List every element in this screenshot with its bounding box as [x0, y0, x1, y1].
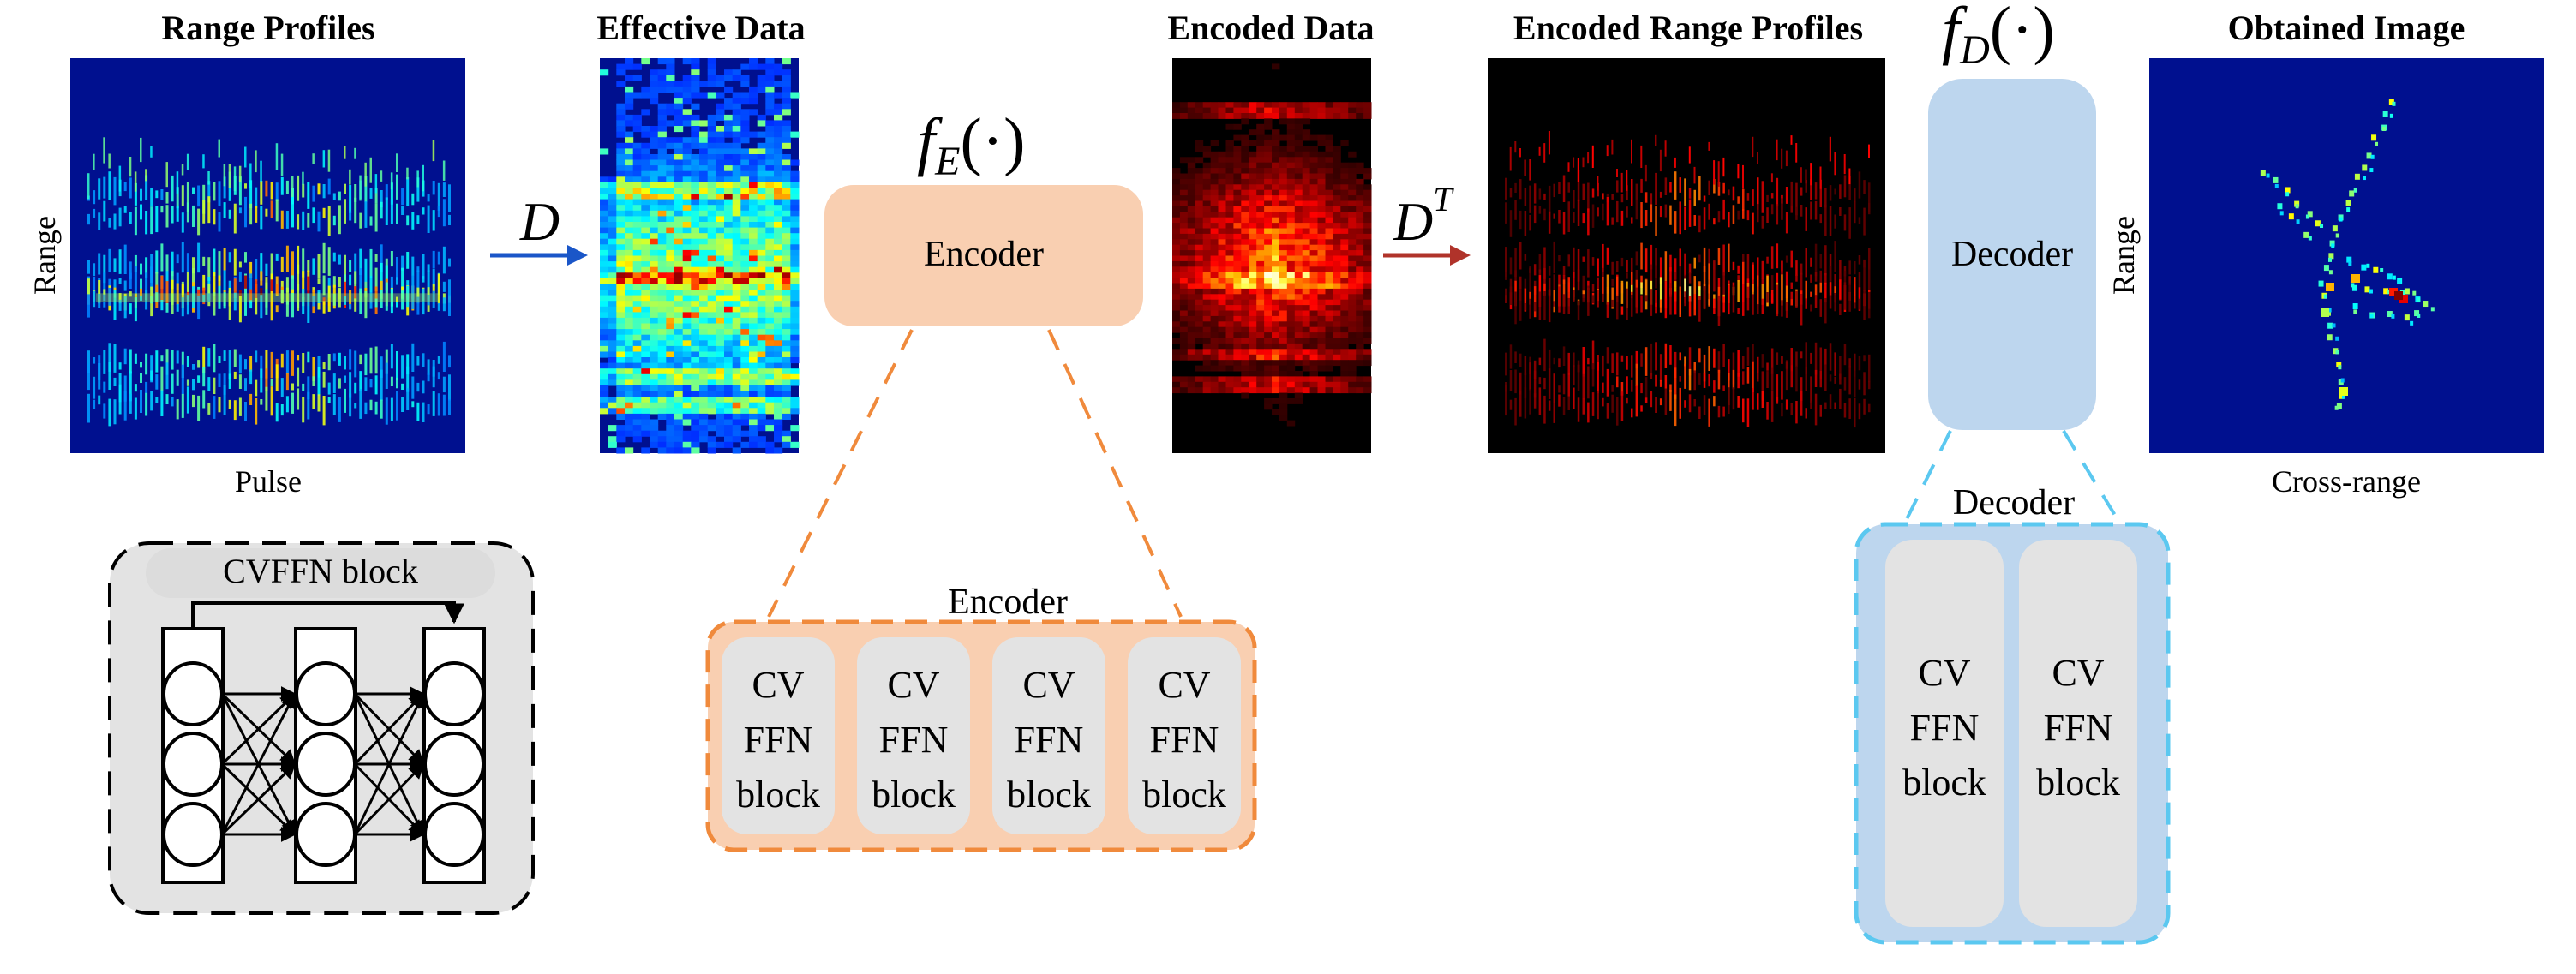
dt-main: D — [1393, 191, 1433, 252]
dt-superscript: T — [1433, 180, 1454, 218]
obtained-image-x-label: Cross-range — [2272, 464, 2421, 499]
nn-connection — [353, 762, 425, 836]
nn-neuron — [423, 802, 485, 867]
encoder-block-label: block — [872, 774, 956, 816]
encoder-block-label: block — [1007, 774, 1091, 816]
encoder-box-label: Encoder — [924, 235, 1044, 274]
dt-arrow-head — [1450, 245, 1471, 266]
encoder-block-label: block — [736, 774, 820, 816]
neural-network-graphic — [161, 601, 486, 884]
decoder-block-label: CV — [1918, 652, 1970, 694]
encoder-blocks: CV FFN block CV FFN block CV FFN block CV FFN block — [722, 637, 1241, 834]
obtained-image-y-label: Range — [2106, 216, 2141, 295]
encoder-block — [992, 637, 1105, 834]
obtained-image-panel: Obtained Image Range Cross-range — [2106, 9, 2544, 499]
encoder-block-label: CV — [1022, 664, 1075, 706]
decoder-block — [1885, 540, 2004, 927]
encoder-expanded: Encoder CVFFNblockCVFFNblockCVFFNblockCV… — [705, 583, 1257, 852]
fe-argument: (·) — [960, 105, 1025, 177]
decoder-zoom-line-left — [1904, 430, 1952, 522]
d-operator: D — [490, 191, 588, 266]
d-arrow-head — [567, 245, 588, 266]
decoder-block-label: CV — [2052, 652, 2104, 694]
dt-operator: DT — [1383, 180, 1471, 266]
encoded-data-title: Encoded Data — [1167, 9, 1374, 47]
fe-symbol: fE(·) — [917, 105, 1025, 184]
decoder-operator: fD(·) — [1942, 0, 2055, 73]
encoder-block-label: CV — [1158, 664, 1210, 706]
fd-subscript: D — [1959, 27, 1990, 73]
decoder-box-label: Decoder — [1951, 235, 2073, 274]
encoded-data-texture — [1172, 63, 1372, 427]
decoder-block-label: block — [1902, 762, 1986, 804]
range-profiles-title: Range Profiles — [161, 9, 374, 47]
nn-neuron — [295, 732, 356, 797]
obtained-image-texture — [2260, 99, 2435, 410]
decoder-blocks: CV FFN block CV FFN block — [1885, 540, 2137, 927]
decoder-block-label: FFN — [1910, 707, 1980, 749]
dt-symbol: DT — [1393, 180, 1454, 252]
nn-neuron — [162, 661, 224, 726]
encoder-zoom-line-left — [767, 329, 914, 618]
range-profiles-panel: Range Profiles Range Pulse — [27, 9, 465, 499]
nn-connection — [353, 692, 425, 835]
encoded-range-profiles-panel: Encoded Range Profiles — [1488, 9, 1885, 453]
encoder-operator: fE(·) — [917, 105, 1025, 184]
encoder-block — [857, 637, 970, 834]
nn-neuron — [162, 732, 224, 797]
fd-symbol: fD(·) — [1942, 0, 2055, 73]
fd-argument: (·) — [1990, 0, 2055, 66]
decoder-expanded: Decoder CV FFN block CV FFN block — [1854, 483, 2171, 945]
encoder-box-shape — [824, 185, 1143, 326]
nn-neuron — [295, 802, 356, 867]
nn-connection — [220, 762, 297, 836]
d-symbol: D — [519, 191, 560, 252]
cvffn-title: CVFFN block — [223, 552, 418, 590]
obtained-image-title: Obtained Image — [2228, 9, 2465, 47]
encoded-range-profiles-title: Encoded Range Profiles — [1513, 9, 1863, 47]
encoder-expanded-frame — [705, 619, 1257, 852]
decoder-block-label: block — [2036, 762, 2120, 804]
decoder-expanded-title: Decoder — [1953, 483, 2075, 523]
nn-neuron — [162, 802, 224, 867]
nn-neuron — [423, 732, 485, 797]
range-profiles-x-label: Pulse — [235, 464, 302, 499]
fe-subscript: E — [934, 139, 960, 184]
encoded-data-panel: Encoded Data — [1167, 9, 1375, 453]
encoder-block-label: FFN — [1150, 719, 1219, 761]
nn-neuron — [295, 661, 356, 726]
encoder-block — [1128, 637, 1241, 834]
encoder-block-label: CV — [887, 664, 939, 706]
encoder-box: Encoder — [824, 185, 1143, 326]
cvffn-title-pill — [146, 548, 495, 598]
encoder-block — [722, 637, 835, 834]
nn-connection — [220, 692, 297, 835]
effective-data-title: Effective Data — [596, 9, 805, 47]
encoder-block-label: CV — [752, 664, 804, 706]
decoder-block — [2019, 540, 2137, 927]
effective-data-panel: Effective Data — [596, 9, 806, 454]
decoder-block-label: FFN — [2044, 707, 2113, 749]
range-profiles-y-label: Range — [27, 216, 62, 295]
decoder-zoom-line-right — [2062, 429, 2120, 523]
encoder-expanded-title: Encoder — [948, 583, 1068, 622]
range-profiles-texture — [87, 137, 451, 427]
decoder-box-shape — [1928, 79, 2096, 430]
nn-neuron — [423, 661, 485, 726]
encoder-block-label: FFN — [1015, 719, 1084, 761]
cvffn-block-illustration: CVFFN block — [108, 541, 535, 915]
decoder-box: Decoder — [1928, 79, 2096, 430]
nn-skip-connection — [191, 601, 464, 629]
encoder-block-label: FFN — [744, 719, 813, 761]
encoder-block-label: FFN — [879, 719, 949, 761]
encoded-range-profiles-texture — [1505, 131, 1871, 428]
effective-data-texture — [600, 58, 800, 454]
encoder-block-label: block — [1142, 774, 1226, 816]
encoder-zoom-line-right — [1047, 329, 1183, 618]
